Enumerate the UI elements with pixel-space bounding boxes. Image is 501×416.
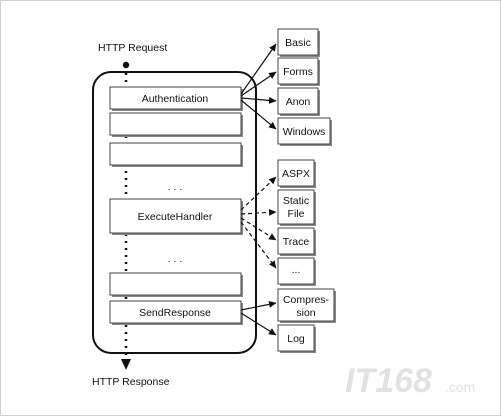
stage-send-response-label: SendResponse: [139, 307, 211, 319]
module-log-label: Log: [287, 333, 305, 345]
stage-authentication-label: Authentication: [142, 93, 209, 105]
svg-text:.com: .com: [445, 379, 475, 395]
module-basic-label: Basic: [285, 37, 311, 49]
module-compression-line1: Compres-: [283, 294, 330, 306]
handler-static-file-line1: Static: [283, 195, 309, 207]
module-compression: Compres- sion: [277, 288, 336, 323]
response-arrows: [240, 300, 277, 336]
stage-empty-3: [109, 272, 243, 297]
ellipsis-top: . . .: [168, 181, 183, 193]
module-anon-label: Anon: [286, 96, 311, 108]
stage-empty-1: [109, 112, 243, 137]
stage-authentication: Authentication: [109, 86, 243, 111]
stage-empty-2: [109, 142, 243, 167]
handler-static-file-line2: File: [288, 208, 305, 220]
handler-aspx: ASPX: [277, 159, 316, 188]
stage-send-response: SendResponse: [109, 300, 243, 325]
auth-arrows: [240, 43, 277, 130]
module-windows-label: Windows: [283, 126, 326, 138]
module-anon: Anon: [277, 87, 320, 116]
handler-trace-label: Trace: [283, 236, 310, 248]
module-forms: Forms: [277, 57, 320, 86]
handler-arrows: [240, 176, 277, 269]
flow-end-arrow: [121, 359, 131, 370]
http-response-label: HTTP Response: [92, 376, 170, 388]
module-basic: Basic: [277, 28, 320, 57]
handler-aspx-label: ASPX: [282, 168, 310, 180]
module-windows: Windows: [277, 117, 332, 146]
handler-more: ...: [277, 257, 316, 286]
http-request-label: HTTP Request: [98, 42, 167, 54]
watermark-logo: IT168 .com: [345, 362, 475, 400]
svg-text:IT168: IT168: [345, 362, 432, 400]
stage-execute-handler: ExecuteHandler: [109, 198, 243, 235]
pipeline-container: [92, 71, 257, 354]
stage-execute-handler-label: ExecuteHandler: [138, 211, 213, 223]
module-log: Log: [277, 324, 316, 353]
handler-more-label: ...: [292, 264, 301, 276]
handler-trace: Trace: [277, 227, 316, 256]
module-compression-line2: sion: [296, 307, 315, 319]
flow-start-dot: [122, 61, 130, 69]
module-forms-label: Forms: [283, 66, 313, 78]
ellipsis-bottom: . . .: [168, 253, 183, 265]
handler-static-file: Static File: [277, 189, 316, 226]
